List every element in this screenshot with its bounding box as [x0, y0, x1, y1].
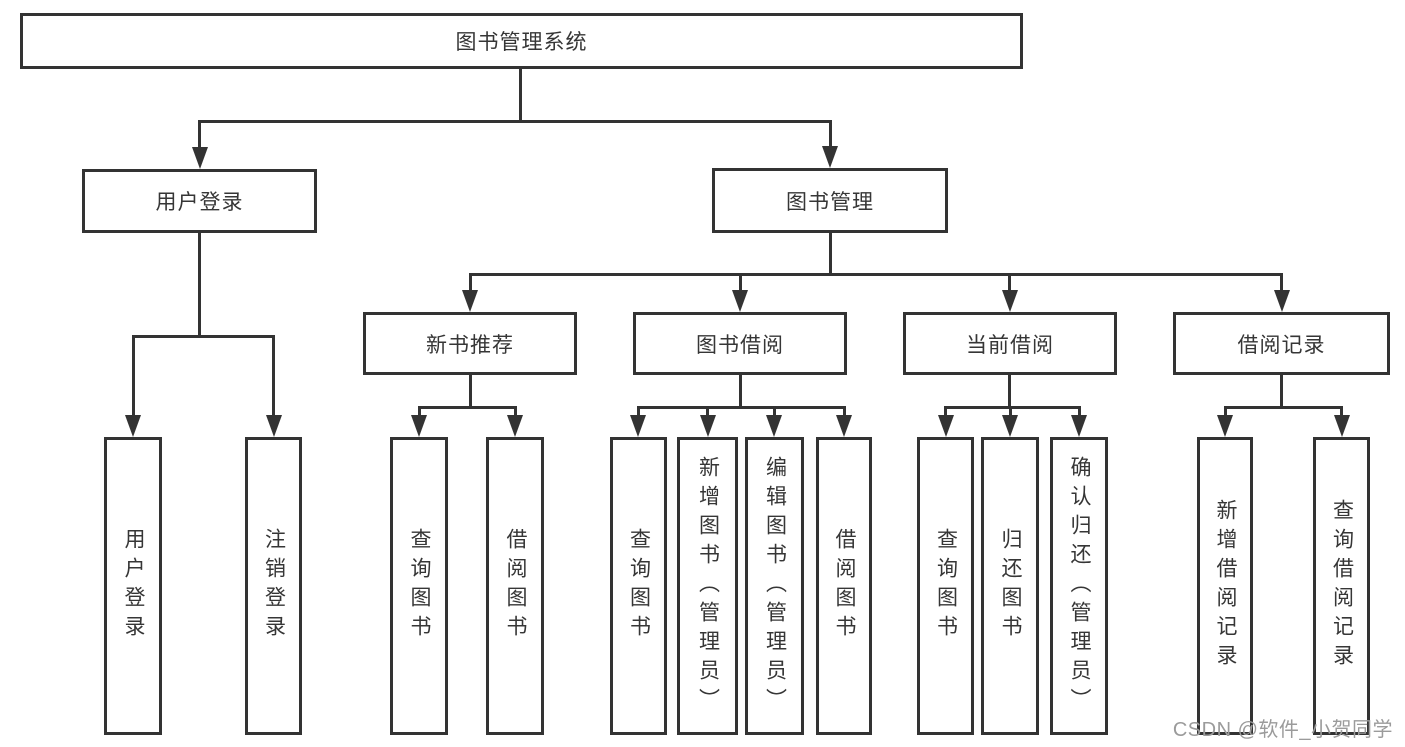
- arrowhead-down-icon: [630, 415, 646, 437]
- arrowhead-down-icon: [766, 415, 782, 437]
- leaf-add-books-admin: 新增图书（管理员）: [677, 437, 738, 735]
- connector-line: [706, 406, 709, 418]
- watermark-text: CSDN @软件_小贺同学: [1172, 719, 1393, 741]
- arrowhead-down-icon: [732, 290, 748, 312]
- arrowhead-down-icon: [836, 415, 852, 437]
- node-library-system-root: 图书管理系统: [20, 13, 1023, 69]
- arrowhead-down-icon: [411, 415, 427, 437]
- connector-line: [1008, 375, 1011, 406]
- connector-line: [514, 406, 517, 418]
- connector-line: [418, 406, 516, 409]
- leaf-query-books: 查询图书: [610, 437, 667, 735]
- connector-line: [1340, 406, 1343, 418]
- leaf-edit-books-admin: 编辑图书（管理员）: [745, 437, 804, 735]
- arrowhead-down-icon: [1274, 290, 1290, 312]
- connector-line: [198, 120, 832, 123]
- connector-line: [132, 335, 135, 415]
- arrowhead-down-icon: [1334, 415, 1350, 437]
- connector-line: [1280, 273, 1283, 293]
- connector-line: [1280, 375, 1283, 406]
- connector-line: [739, 375, 742, 406]
- connector-line: [469, 375, 472, 406]
- connector-line: [198, 120, 201, 148]
- leaf-add-borrow-record: 新增借阅记录: [1197, 437, 1253, 735]
- connector-line: [1224, 406, 1227, 418]
- connector-line: [637, 406, 845, 409]
- leaf-borrow-books-recommend: 借阅图书: [486, 437, 544, 735]
- connector-line: [469, 273, 1283, 276]
- leaf-user-login: 用户登录: [104, 437, 162, 735]
- connector-line: [1009, 406, 1012, 418]
- connector-line: [1224, 406, 1343, 409]
- connector-line: [1078, 406, 1081, 418]
- leaf-query-borrow-record: 查询借阅记录: [1313, 437, 1370, 735]
- node-new-book-recommend: 新书推荐: [363, 312, 577, 375]
- node-user-login: 用户登录: [82, 169, 317, 233]
- arrowhead-down-icon: [700, 415, 716, 437]
- leaf-logout: 注销登录: [245, 437, 302, 735]
- connector-line: [944, 406, 947, 418]
- connector-line: [829, 120, 832, 148]
- connector-line: [944, 406, 1080, 409]
- arrowhead-down-icon: [507, 415, 523, 437]
- connector-line: [469, 273, 472, 293]
- node-book-management: 图书管理: [712, 168, 948, 233]
- node-book-borrow: 图书借阅: [633, 312, 847, 375]
- arrowhead-down-icon: [1002, 415, 1018, 437]
- connector-line: [418, 406, 421, 418]
- leaf-query-books-recommend: 查询图书: [390, 437, 448, 735]
- arrowhead-down-icon: [1002, 290, 1018, 312]
- arrowhead-down-icon: [266, 415, 282, 437]
- arrowhead-down-icon: [462, 290, 478, 312]
- connector-line: [519, 69, 522, 120]
- connector-line: [132, 335, 274, 338]
- arrowhead-down-icon: [192, 147, 208, 169]
- arrowhead-down-icon: [938, 415, 954, 437]
- leaf-return-books: 归还图书: [981, 437, 1039, 735]
- connector-line: [773, 406, 776, 418]
- connector-line: [637, 406, 640, 418]
- node-current-borrow: 当前借阅: [903, 312, 1117, 375]
- arrowhead-down-icon: [125, 415, 141, 437]
- connector-line: [739, 273, 742, 293]
- leaf-confirm-return-admin: 确认归还（管理员）: [1050, 437, 1108, 735]
- connector-line: [198, 233, 201, 335]
- node-borrow-records: 借阅记录: [1173, 312, 1390, 375]
- arrowhead-down-icon: [1217, 415, 1233, 437]
- leaf-query-books-current: 查询图书: [917, 437, 974, 735]
- leaf-borrow-books: 借阅图书: [816, 437, 872, 735]
- connector-line: [272, 335, 275, 415]
- connector-line: [1008, 273, 1011, 293]
- arrowhead-down-icon: [1071, 415, 1087, 437]
- arrowhead-down-icon: [822, 146, 838, 168]
- connector-line: [843, 406, 846, 418]
- connector-line: [829, 233, 832, 273]
